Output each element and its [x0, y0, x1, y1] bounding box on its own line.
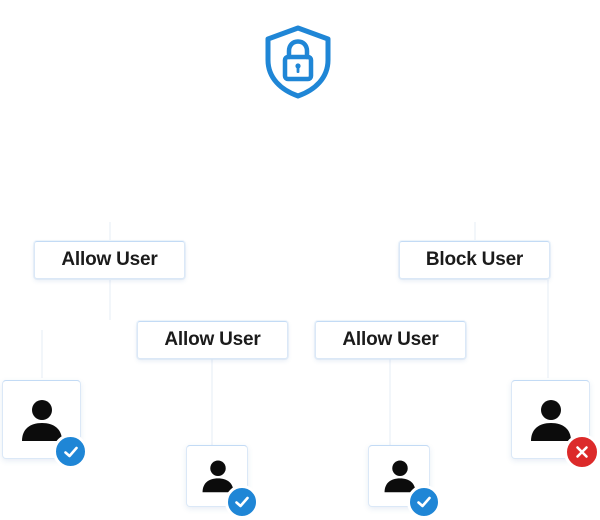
check-badge — [407, 485, 441, 519]
allow-user-button[interactable]: Allow User — [315, 321, 466, 359]
user-icon — [22, 400, 62, 441]
shield-lock-icon — [265, 25, 331, 99]
check-icon — [235, 496, 249, 508]
allow-user-button[interactable]: Allow User — [137, 321, 288, 359]
check-badge — [225, 485, 259, 519]
user-icon — [384, 460, 416, 493]
check-icon — [417, 496, 431, 508]
blocked-badge — [564, 434, 600, 470]
block-user-button[interactable]: Block User — [399, 241, 550, 279]
close-icon — [576, 446, 588, 458]
check-icon — [63, 446, 78, 457]
user-icon — [531, 400, 571, 441]
allow-user-button[interactable]: Allow User — [34, 241, 185, 279]
check-badge — [53, 434, 88, 469]
user-icon — [202, 460, 234, 493]
